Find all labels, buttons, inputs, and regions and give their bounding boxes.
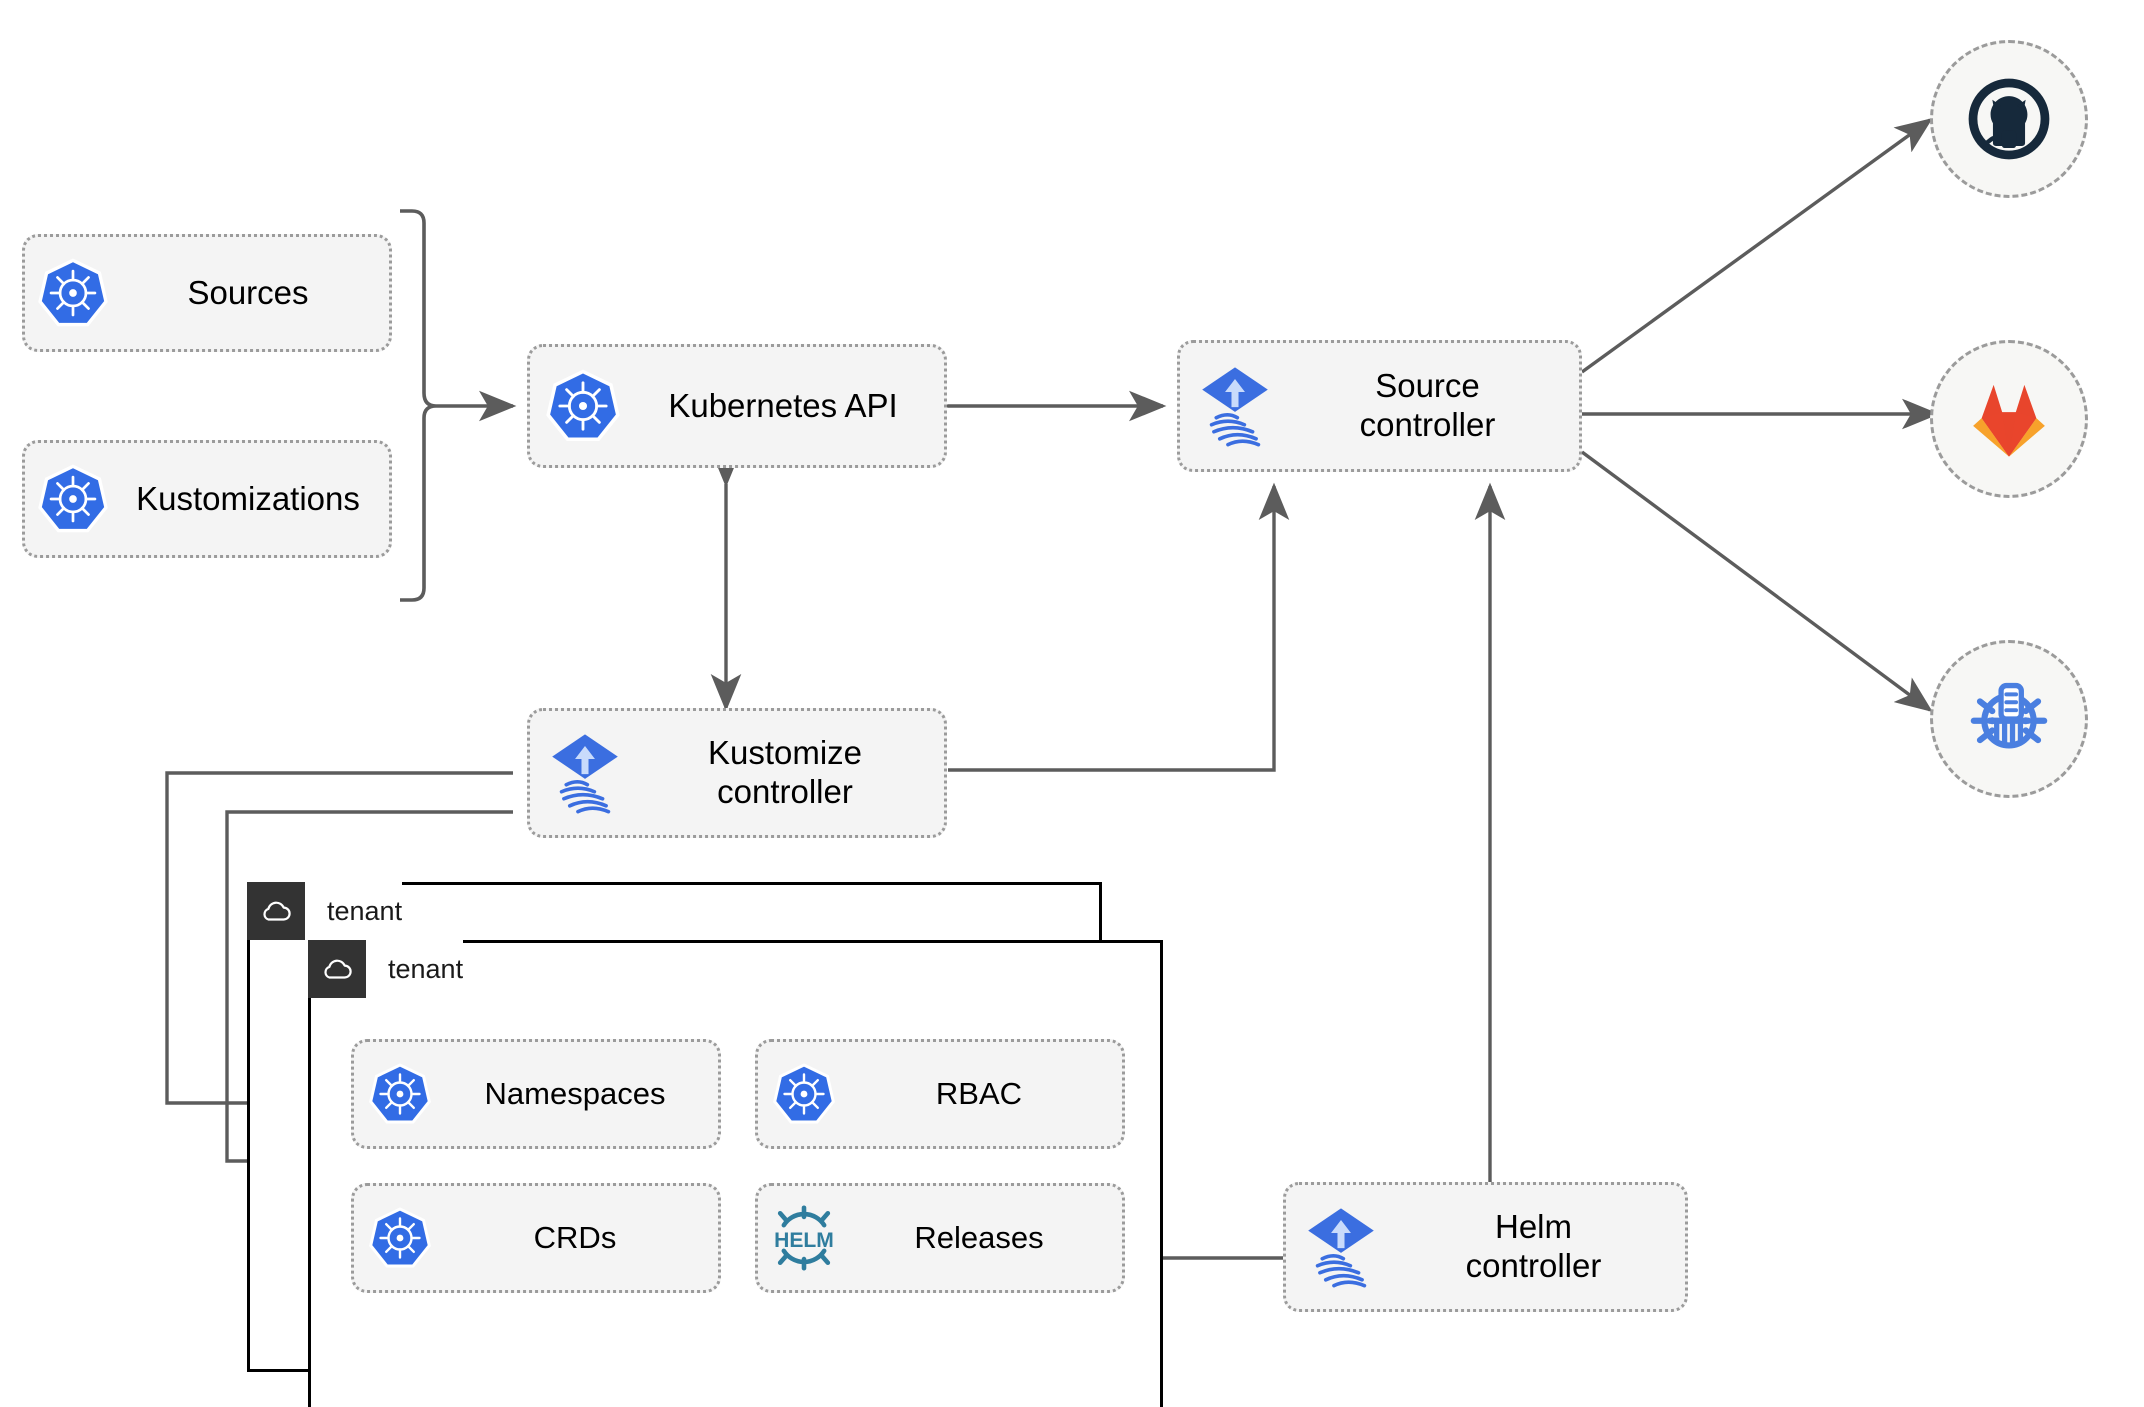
repo-circle-gitlab[interactable] xyxy=(1930,340,2088,498)
kubernetes-icon xyxy=(354,1062,446,1126)
resource-card-releases[interactable]: HELM Releases xyxy=(755,1183,1125,1293)
resource-card-label: Kustomizations xyxy=(136,479,360,517)
resource-card-rbac[interactable]: RBAC xyxy=(755,1039,1125,1149)
kubernetes-icon xyxy=(25,257,121,329)
resource-card-label: Sources xyxy=(187,273,309,311)
github-icon xyxy=(1968,78,2050,160)
tenant-label: tenant xyxy=(305,882,403,940)
kubernetes-icon xyxy=(530,368,636,444)
node-label: Source controller xyxy=(1359,367,1496,443)
tenant-titlebar: tenant xyxy=(247,882,403,940)
resource-card-label: RBAC xyxy=(935,1075,1023,1111)
kubernetes-icon xyxy=(758,1062,850,1126)
node-kubernetes-api[interactable]: Kubernetes API xyxy=(527,344,947,468)
repo-circle-bucket[interactable] xyxy=(1930,640,2088,798)
kubernetes-icon xyxy=(354,1206,446,1270)
flux-icon xyxy=(1286,1206,1396,1288)
node-helm-controller[interactable]: Helm controller xyxy=(1283,1182,1688,1312)
node-kustomize-controller[interactable]: Kustomize controller xyxy=(527,708,947,838)
tenant-label: tenant xyxy=(366,940,464,998)
flux-icon xyxy=(530,732,640,814)
gitlab-icon xyxy=(1973,384,2045,457)
resource-card-label: Namespaces xyxy=(484,1075,666,1111)
tenant-titlebar: tenant xyxy=(308,940,464,998)
resource-card-crds[interactable]: CRDs xyxy=(351,1183,721,1293)
svg-text:HELM: HELM xyxy=(774,1229,834,1252)
resource-card-kustomizations[interactable]: Kustomizations xyxy=(22,440,392,558)
flux-icon xyxy=(1180,365,1290,447)
resource-card-sources[interactable]: Sources xyxy=(22,234,392,352)
resource-card-label: CRDs xyxy=(533,1219,617,1255)
cloud-icon xyxy=(308,940,366,998)
cloud-icon xyxy=(247,882,305,940)
kubernetes-icon xyxy=(25,463,121,535)
helm-repository-icon xyxy=(1970,682,2048,749)
helm-icon: HELM xyxy=(758,1205,850,1271)
node-label: Kubernetes API xyxy=(668,386,898,424)
node-label: Kustomize controller xyxy=(707,734,863,810)
tenant-window-front[interactable]: tenant xyxy=(308,940,1163,1407)
node-source-controller[interactable]: Source controller xyxy=(1177,340,1582,472)
node-label: Helm controller xyxy=(1465,1208,1602,1284)
repo-circle-github[interactable] xyxy=(1930,40,2088,198)
resource-card-label: Releases xyxy=(914,1219,1044,1255)
tenant-resource-grid: Namespaces xyxy=(351,1039,1125,1293)
resource-card-namespaces[interactable]: Namespaces xyxy=(351,1039,721,1149)
